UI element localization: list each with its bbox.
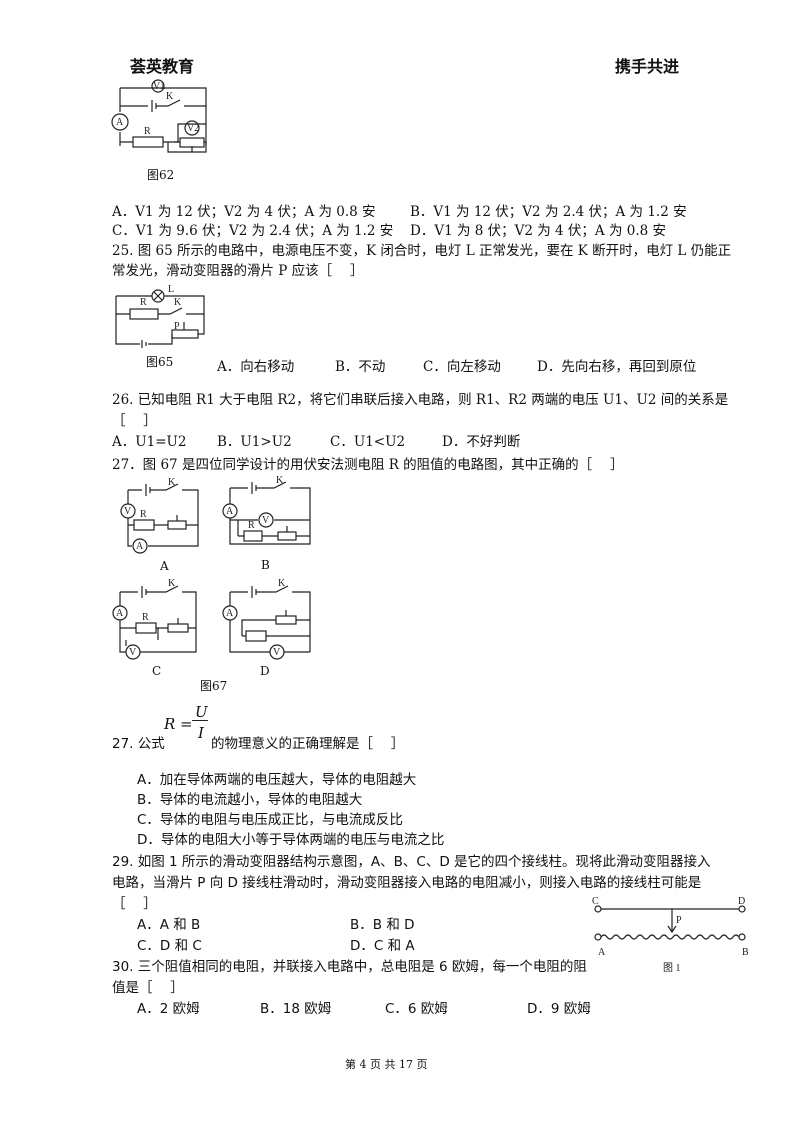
voltmeter-v2: [184, 120, 200, 136]
q25-option-b: B．不动: [335, 359, 386, 375]
circuit-67c: A K R V: [112, 578, 197, 660]
q26-line-1: 26. 已知电阻 R1 大于电阻 R2，将它们串联后接入电路，则 R1、R2 两…: [112, 392, 729, 408]
slider-label: P: [174, 321, 180, 332]
svg-text:K: K: [278, 578, 286, 589]
svg-text:R: R: [140, 509, 147, 520]
ammeter-label: A: [116, 117, 124, 128]
terminal-c-label: C: [592, 896, 599, 907]
q29-line-3: ［ ］: [112, 896, 157, 912]
q30-option-b: B．18 欧姆: [260, 1001, 332, 1017]
q29-line-2: 电路，当滑片 P 向 D 接线柱滑动时，滑动变阻器接入电路的电阻减小，则接入电路…: [112, 875, 702, 891]
circuit-67c-label: C: [152, 664, 162, 678]
lamp: [151, 289, 165, 303]
terminal-b-label: B: [742, 947, 749, 958]
svg-text:K: K: [168, 578, 176, 589]
figure-62-caption: 图62: [147, 168, 175, 182]
switch-label: K: [174, 297, 182, 308]
q28-option-c: C．导体的电阻与电压成正比，与电流成反比: [137, 812, 403, 828]
q28-prefix: 27. 公式: [112, 736, 165, 752]
svg-text:K: K: [168, 477, 176, 488]
ammeter: [111, 113, 129, 131]
q24-option-c: C．V1 为 9.6 伏；V2 为 2.4 伏；A 为 1.2 安: [112, 223, 394, 239]
svg-text:R: R: [142, 612, 149, 623]
figure-67-caption: 图67: [200, 679, 228, 693]
fraction-bar: [192, 720, 208, 721]
q24-option-d: D．V1 为 8 伏；V2 为 4 伏；A 为 0.8 安: [410, 223, 667, 239]
q25-option-c: C．向左移动: [423, 359, 501, 375]
circuit-figure-62: V1 A K R V2: [111, 79, 207, 153]
q25-option-a: A．向右移动: [217, 359, 295, 375]
q26-line-2: ［ ］: [112, 413, 157, 429]
q25-option-d: D．先向右移，再回到原位: [537, 359, 697, 375]
formula-numerator: U: [195, 703, 208, 721]
svg-text:A: A: [136, 541, 144, 552]
q29-option-a: A．A 和 B: [137, 917, 201, 933]
q28-option-b: B．导体的电流越小，导体的电阻越大: [137, 792, 363, 808]
q24-option-a: A．V1 为 12 伏；V2 为 4 伏；A 为 0.8 安: [112, 204, 376, 220]
resistor-label: R: [140, 297, 147, 308]
circuit-figure-65: L R K P: [115, 284, 205, 348]
lamp-label: L: [168, 284, 174, 295]
q30-option-c: C．6 欧姆: [385, 1001, 448, 1017]
resistor-label: R: [144, 126, 151, 137]
header-left: 荟英教育: [130, 57, 195, 76]
q29-option-d: D．C 和 A: [350, 938, 415, 954]
terminal-a-label: A: [598, 947, 606, 958]
q24-option-b: B．V1 为 12 伏；V2 为 2.4 伏；A 为 1.2 安: [410, 204, 687, 220]
page-footer: 第 4 页 共 17 页: [345, 1058, 428, 1071]
rheostat-figure-1: C D P A B 图 1: [592, 896, 749, 974]
circuit-67a-label: A: [160, 559, 169, 573]
q29-line-1: 29. 如图 1 所示的滑动变阻器结构示意图，A、B、C、D 是它的四个接线柱。…: [112, 854, 711, 870]
svg-text:R: R: [248, 520, 255, 531]
svg-text:K: K: [276, 475, 284, 486]
svg-text:V: V: [273, 647, 281, 658]
figure-1-caption: 图 1: [663, 962, 681, 974]
svg-text:A: A: [226, 608, 234, 619]
q28-option-d: D．导体的电阻大小等于导体两端的电压与电流之比: [137, 832, 445, 848]
q26-option-a: A．U1=U2: [112, 434, 187, 450]
circuit-67b-label: B: [261, 558, 270, 572]
slider-p-label: P: [676, 915, 682, 926]
v2-label: V2: [187, 123, 199, 134]
svg-text:V: V: [262, 515, 270, 526]
formula-lhs: R =: [164, 715, 193, 733]
svg-text:V: V: [129, 647, 137, 658]
circuit-67d: A K V: [222, 578, 311, 660]
circuit-67d-label: D: [260, 664, 270, 678]
circuit-67a: V K R A: [120, 477, 199, 554]
q25-line-1: 25. 图 65 所示的电路中，电源电压不变，K 闭合时，电灯 L 正常发光，要…: [112, 243, 732, 259]
q28-suffix: 的物理意义的正确理解是［ ］: [211, 736, 405, 752]
q30-line-2: 值是［ ］: [112, 980, 184, 996]
switch-label: K: [166, 91, 174, 102]
q30-line-1: 30. 三个阻值相同的电阻，并联接入电路中，总电阻是 6 欧姆，每一个电阻的阻: [112, 959, 587, 975]
figure-65-caption: 图65: [146, 355, 174, 369]
q30-option-a: A．2 欧姆: [137, 1001, 200, 1017]
q26-option-c: C．U1<U2: [330, 434, 406, 450]
q27-line-1: 27．图 67 是四位同学设计的用伏安法测电阻 R 的阻值的电路图，其中正确的［…: [112, 457, 624, 473]
terminal-d-label: D: [738, 896, 745, 907]
svg-text:A: A: [116, 608, 124, 619]
circuit-67b: A K V R: [222, 475, 311, 545]
q28-option-a: A．加在导体两端的电压越大，导体的电阻越大: [137, 772, 417, 788]
voltmeter-v1: [151, 79, 165, 93]
header-right: 携手共进: [615, 57, 680, 76]
svg-text:A: A: [226, 506, 234, 517]
formula-denominator: I: [198, 724, 204, 742]
svg-text:V: V: [124, 506, 132, 517]
q30-option-d: D．9 欧姆: [527, 1001, 591, 1017]
q25-line-2: 常发光，滑动变阻器的滑片 P 应该［ ］: [112, 263, 364, 279]
q29-option-c: C．D 和 C: [137, 938, 202, 954]
v1-label: V1: [153, 81, 165, 92]
q26-option-b: B．U1>U2: [217, 434, 292, 450]
q26-option-d: D．不好判断: [442, 434, 521, 450]
q29-option-b: B．B 和 D: [350, 917, 415, 933]
